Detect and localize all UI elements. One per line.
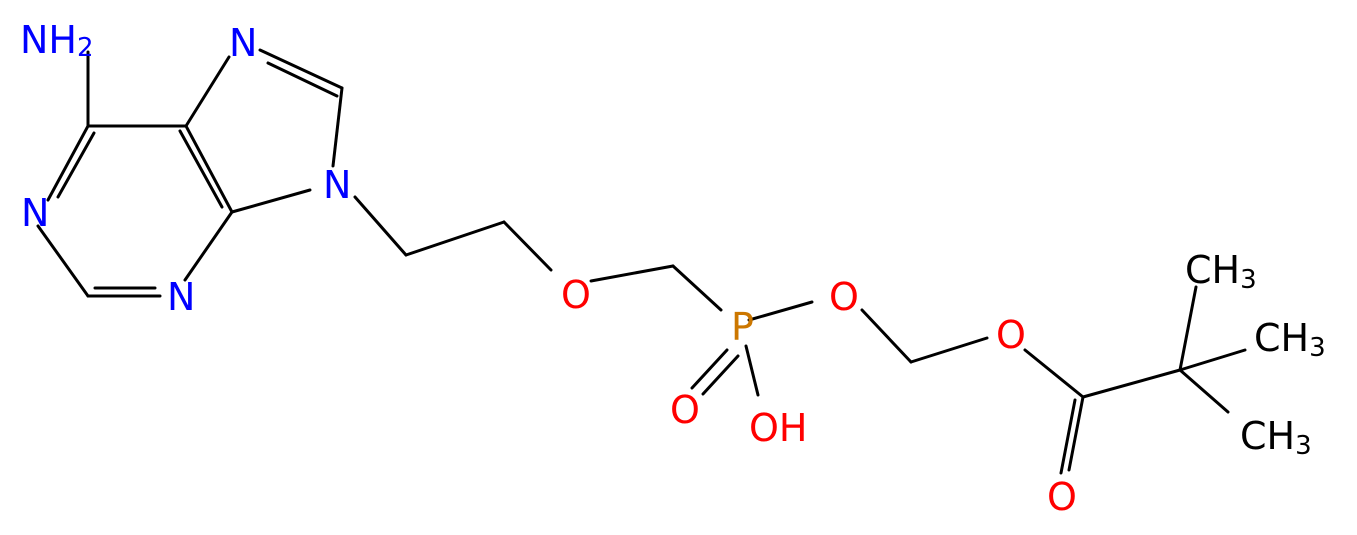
atom-labels: NH2 N N N N O P O OH O O O CH3 CH3 CH3 <box>20 18 1326 519</box>
bond-15 <box>353 195 408 257</box>
atom-o-pe: O <box>829 275 859 319</box>
bond-28 <box>1059 398 1077 475</box>
bond-13 <box>331 86 344 168</box>
bond-10 <box>184 55 231 128</box>
bond-21 <box>690 348 729 390</box>
bonds <box>36 48 1247 475</box>
atom-n9: N <box>323 163 351 207</box>
bond-18 <box>589 264 675 283</box>
atom-nh2: NH2 <box>20 18 94 63</box>
atom-n3: N <box>167 275 195 319</box>
bond-16 <box>404 220 506 257</box>
bond-8 <box>178 129 224 209</box>
bond-12 <box>266 61 339 98</box>
bond-6 <box>183 210 234 282</box>
atom-o-ether: O <box>561 273 591 317</box>
bond-11 <box>258 48 344 90</box>
bond-25 <box>909 336 989 364</box>
atom-ch3-mid: CH3 <box>1254 316 1326 363</box>
bond-17 <box>502 220 553 272</box>
bond-7 <box>184 124 234 214</box>
atom-o-carbonyl: O <box>1047 475 1077 519</box>
bond-29 <box>1081 368 1182 399</box>
atom-o-po: O <box>670 388 700 432</box>
atom-o-ester: O <box>996 313 1026 357</box>
atom-n1: N <box>21 191 49 235</box>
atom-n7: N <box>229 21 257 65</box>
bond-26 <box>1023 348 1085 399</box>
bond-3 <box>36 224 90 298</box>
bond-1 <box>46 124 90 202</box>
bond-30 <box>1178 285 1198 372</box>
atom-p: P <box>731 305 754 349</box>
bond-2 <box>56 131 96 199</box>
bond-31 <box>1178 348 1247 372</box>
bond-19 <box>671 264 723 312</box>
atom-oh: OH <box>749 406 807 450</box>
bond-32 <box>1178 368 1230 414</box>
atom-ch3-top: CH3 <box>1185 248 1257 295</box>
bond-27 <box>1067 395 1085 472</box>
bond-23 <box>744 344 760 397</box>
bond-14 <box>230 188 312 214</box>
bond-22 <box>701 354 740 396</box>
atom-ch3-bot: CH3 <box>1240 414 1312 461</box>
bond-24 <box>860 308 913 364</box>
bond-20 <box>747 300 814 322</box>
